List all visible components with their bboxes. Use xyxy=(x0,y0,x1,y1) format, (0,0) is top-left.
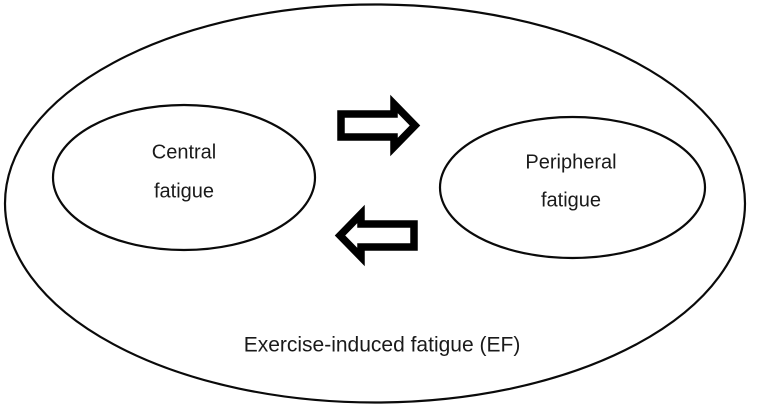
label-peripheral-fatigue-line2: fatigue xyxy=(541,189,601,211)
ellipse-central-fatigue[interactable] xyxy=(51,103,317,252)
label-peripheral-fatigue-line1: Peripheral xyxy=(525,151,616,173)
ellipse-peripheral-fatigue[interactable] xyxy=(438,115,707,260)
block-arrow-right-icon[interactable] xyxy=(337,94,421,157)
block-arrow-left-icon[interactable] xyxy=(334,204,418,267)
label-central-fatigue-line2: fatigue xyxy=(154,180,214,202)
caption-exercise-induced-fatigue: Exercise-induced fatigue (EF) xyxy=(244,334,521,357)
label-central-fatigue-line1: Central xyxy=(152,141,216,163)
